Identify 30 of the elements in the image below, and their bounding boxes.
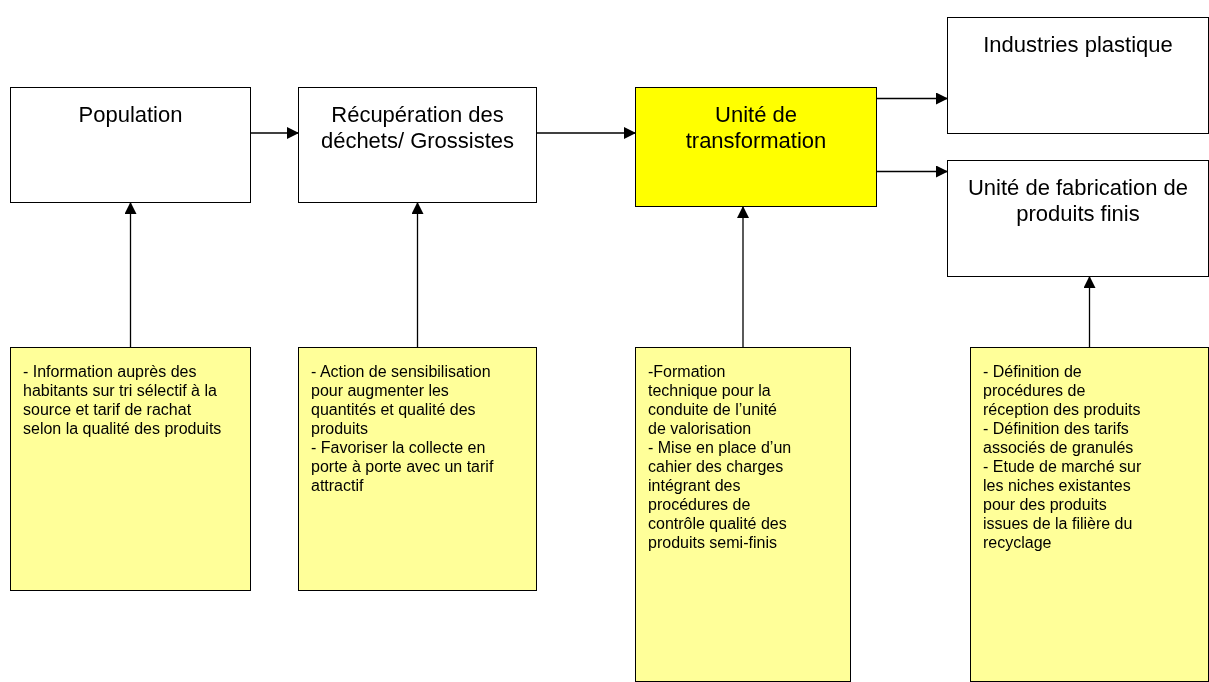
process-box [947, 17, 1209, 134]
note-box [970, 347, 1209, 682]
box-label: Unité de transformation [684, 102, 828, 154]
process-box [298, 87, 537, 203]
arrow [737, 206, 749, 348]
note-text: - Action de sensibilisation pour augmenter les quantités et qualité des produits [311, 362, 492, 438]
process-box [10, 87, 251, 203]
arrow [411, 202, 424, 348]
note-text: - Favoriser la collecte en porte à porte avec un tarif attractif [311, 438, 495, 495]
note-text: - Définition de procédures de réception des produits [983, 362, 1142, 419]
note-text: - Définition des tarifs associés de granulés [983, 419, 1135, 457]
note-text: -Formation technique pour la conduite de l’unité de valorisation [648, 362, 778, 438]
note-box [635, 347, 851, 682]
box-label: Unité de fabrication de produits finis [966, 175, 1190, 227]
box-label: Industries plastique [982, 32, 1174, 58]
arrow [1083, 276, 1096, 348]
arrow [536, 127, 636, 139]
box-label: Récupération des déchets/ Grossistes [319, 102, 516, 154]
arrow [250, 127, 299, 139]
note-box [298, 347, 537, 591]
note-text: - Etude de marché sur les niches existantes pour des produits issues de la filière du recyclage [983, 457, 1143, 552]
note-text: - Information auprès des habitants sur tri sélectif à la source et tarif de rachat selon la qualité des produits [23, 362, 223, 438]
box-label: Population [77, 102, 184, 128]
arrow [876, 165, 948, 178]
process-box [947, 160, 1209, 277]
arrow [124, 202, 137, 348]
note-box [10, 347, 251, 591]
process-box [635, 87, 877, 207]
note-text: - Mise en place d’un cahier des charges intégrant des procédures de contrôle qualité des produits semi-finis [648, 438, 793, 552]
arrow [876, 92, 948, 105]
